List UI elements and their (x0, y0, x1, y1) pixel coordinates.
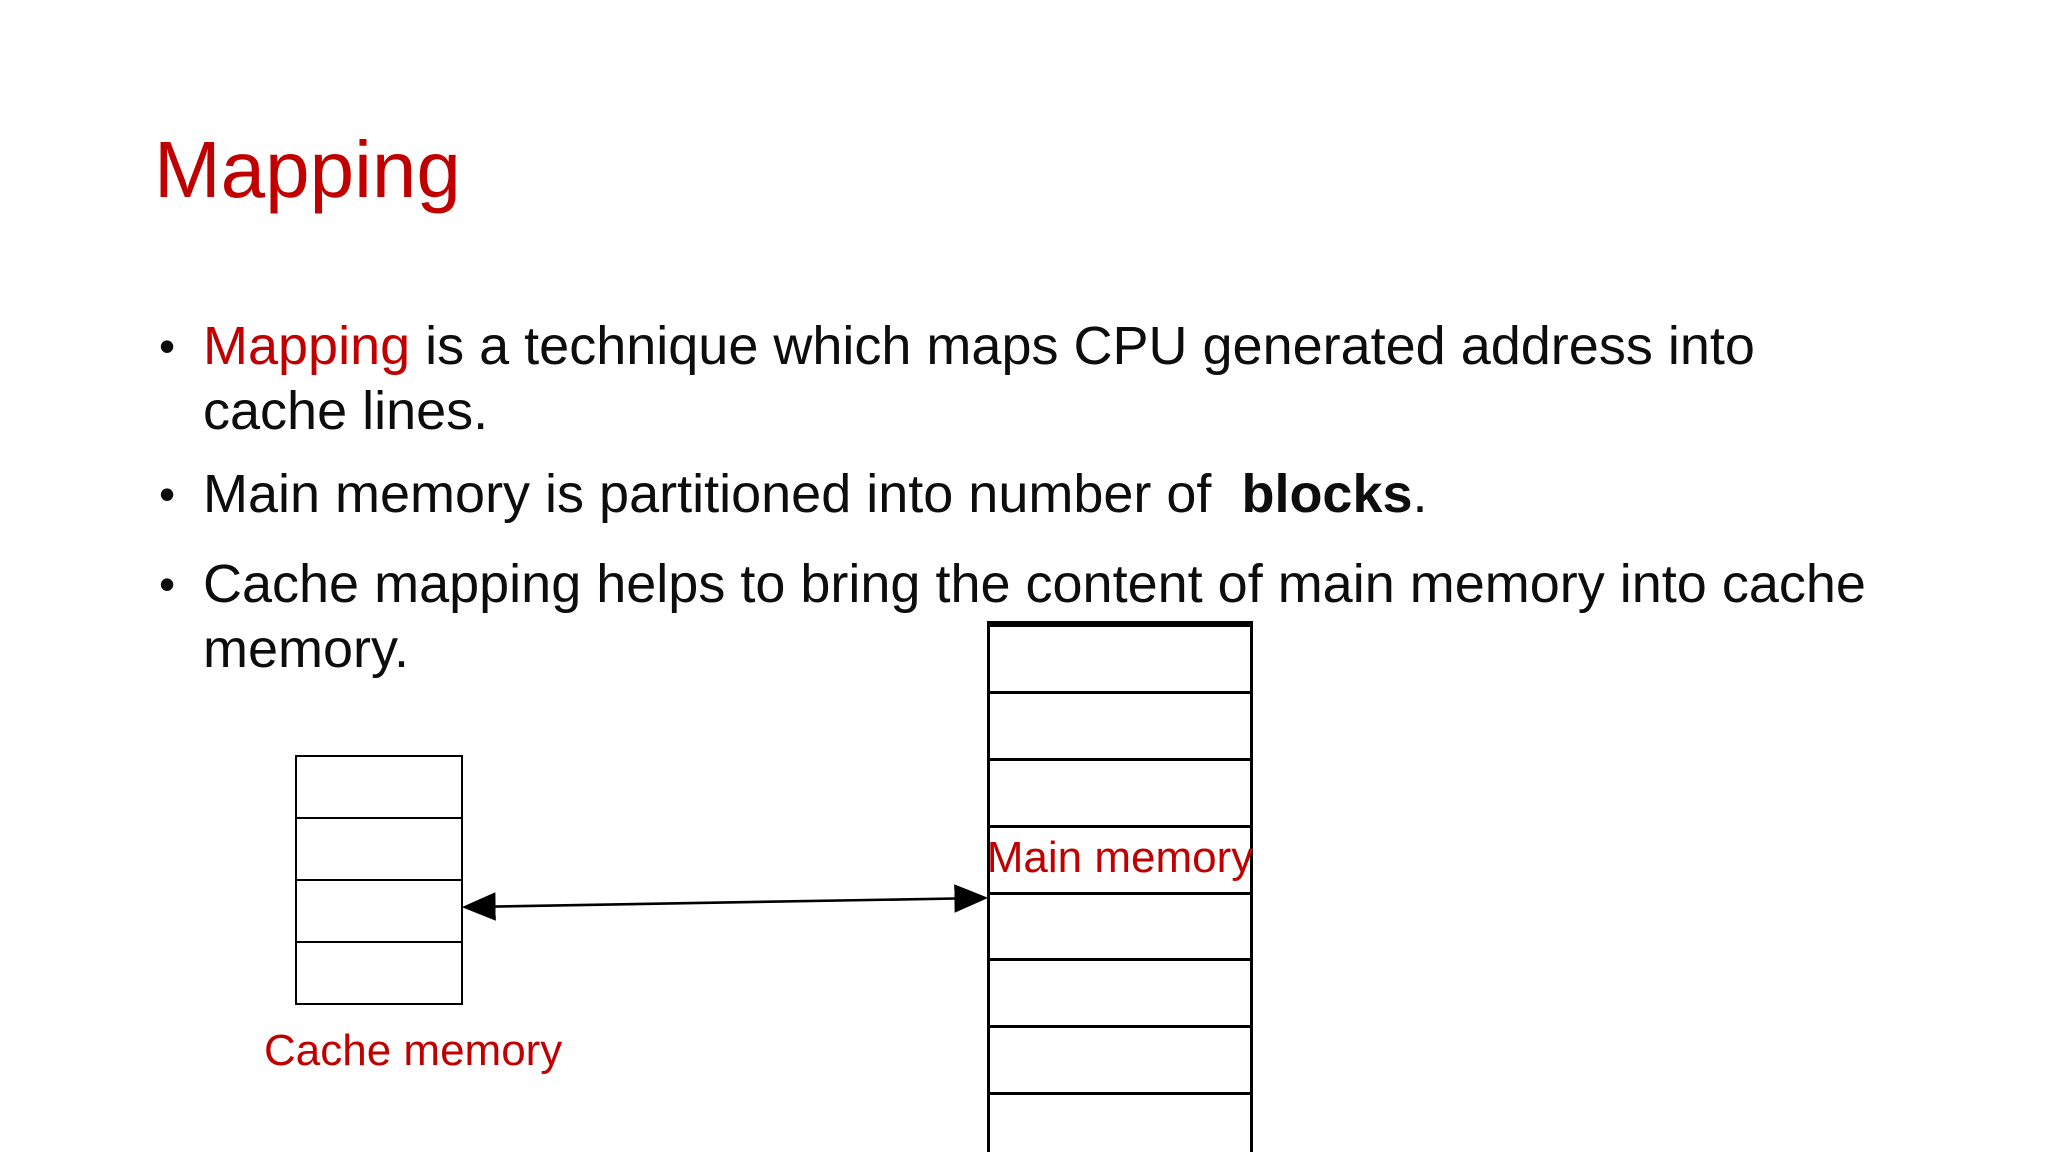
bullet-3-line-1: Cache mapping helps to bring the content… (203, 554, 1866, 614)
main-memory-box: Main memory (987, 621, 1253, 1152)
memory-cell (297, 879, 461, 941)
memory-cell (297, 941, 461, 1003)
bullet-item-2: • Main memory is partitioned into number… (157, 462, 1957, 527)
memory-cell (990, 824, 1250, 892)
bullet-text: Mapping is a technique which maps CPU ge… (203, 314, 1957, 444)
memory-cell (990, 757, 1250, 825)
bullet-1-line-1: Mapping is a technique which maps CPU ge… (203, 314, 1957, 379)
bullet-dot: • (159, 320, 176, 372)
memory-cell (990, 1092, 1250, 1152)
memory-cell (990, 690, 1250, 758)
bullet-dot: • (159, 558, 176, 610)
page-title: Mapping (154, 125, 461, 214)
bullet-3-line-2: memory. (203, 619, 410, 679)
cache-memory-box (295, 755, 463, 1005)
bullet-2-pre: Main memory is partitioned into number o… (203, 464, 1242, 524)
double-arrow-icon (461, 884, 989, 921)
bullet-item-1: • Mapping is a technique which maps CPU … (157, 314, 1957, 444)
bullet-2-line-1: Main memory is partitioned into number o… (203, 462, 1957, 527)
main-memory-label: Main memory (986, 833, 1254, 882)
bullet-item-3: • Cache mapping helps to bring the conte… (157, 552, 1957, 682)
bullet-text: Main memory is partitioned into number o… (203, 462, 1957, 527)
bullet-text: Cache mapping helps to bring the content… (203, 552, 1957, 682)
memory-cell (990, 624, 1250, 691)
memory-cell (990, 891, 1250, 959)
memory-cell (297, 757, 461, 817)
bullet-dot: • (159, 468, 176, 520)
bullet-2-bold: blocks (1241, 464, 1413, 524)
bullet-1-rest: is a technique which maps CPU generated … (410, 316, 1755, 376)
bullet-2-post: . (1412, 464, 1428, 524)
memory-cell (990, 1025, 1250, 1092)
bullet-1-line-2: cache lines. (203, 381, 489, 441)
memory-cell (297, 817, 461, 879)
memory-cell (990, 958, 1250, 1025)
cache-memory-label: Cache memory (264, 1026, 563, 1075)
bullet-1-highlight: Mapping (203, 316, 411, 376)
